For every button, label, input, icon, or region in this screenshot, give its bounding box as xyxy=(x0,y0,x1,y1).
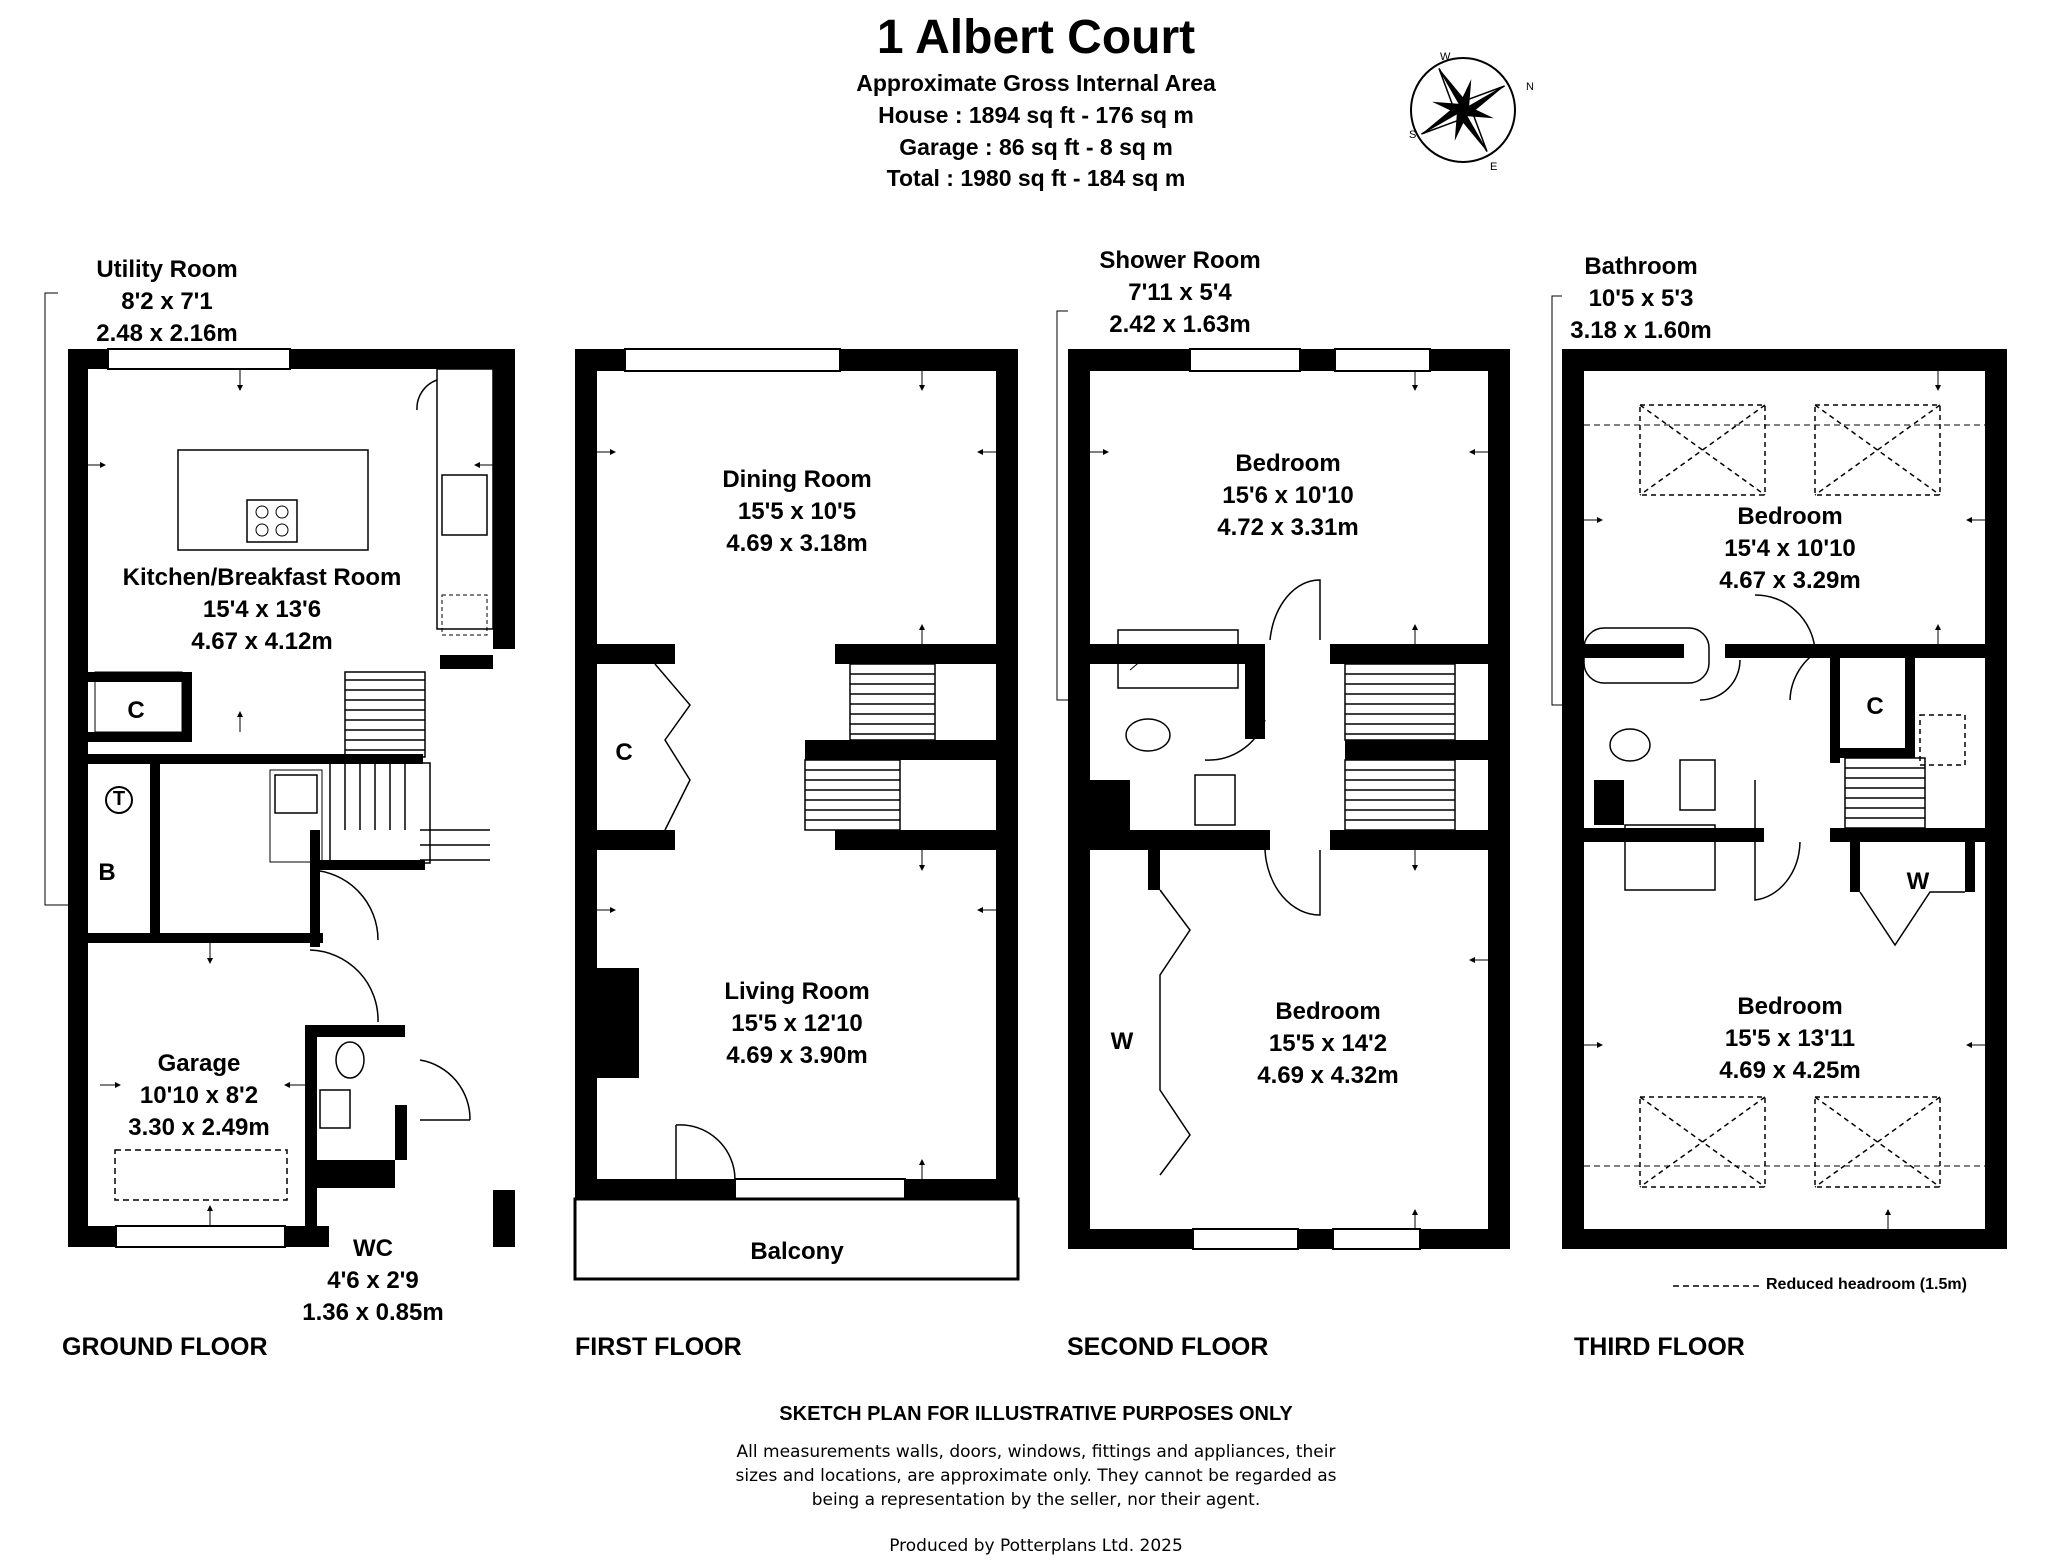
garage-imperial: 10'10 x 8'2 xyxy=(139,1082,259,1109)
compass-n: N xyxy=(1526,81,1534,93)
wc-name: WC xyxy=(353,1235,393,1262)
bedroom-3a-imperial: 15'4 x 10'10 xyxy=(1724,535,1856,562)
living-room-imperial: 15'5 x 12'10 xyxy=(731,1010,863,1037)
cupboard-first-mark: C xyxy=(615,739,633,766)
bathroom-metric: 3.18 x 1.60m xyxy=(1570,317,1712,344)
second-floor-label: SECOND FLOOR xyxy=(1067,1333,1269,1361)
utility-room-metric: 2.48 x 2.16m xyxy=(96,320,238,347)
disclaimer-heading: SKETCH PLAN FOR ILLUSTRATIVE PURPOSES ON… xyxy=(779,1403,1293,1425)
wardrobe-second-mark: W xyxy=(1110,1028,1134,1055)
disclaimer-line-3: being a representation by the seller, no… xyxy=(811,1490,1261,1510)
first-floor-plan xyxy=(573,348,1020,1281)
wc-imperial: 4'6 x 2'9 xyxy=(327,1267,419,1294)
compass-e: E xyxy=(1490,161,1498,173)
bedroom-2a-name: Bedroom xyxy=(1235,450,1341,477)
wardrobe-third-mark: W xyxy=(1906,868,1930,895)
second-floor-plan xyxy=(1056,310,1510,1250)
bedroom-3a-metric: 4.67 x 3.29m xyxy=(1719,567,1861,594)
shower-room-metric: 2.42 x 1.63m xyxy=(1109,311,1251,338)
boiler-mark: B xyxy=(98,859,116,886)
living-room-metric: 4.69 x 3.90m xyxy=(726,1042,868,1069)
utility-room-name: Utility Room xyxy=(96,256,238,283)
area-garage: Garage : 86 sq ft - 8 sq m xyxy=(899,134,1173,160)
bedroom-2b-metric: 4.69 x 4.32m xyxy=(1257,1062,1399,1089)
bedroom-2b-name: Bedroom xyxy=(1275,998,1381,1025)
wc-metric: 1.36 x 0.85m xyxy=(302,1299,444,1326)
area-house: House : 1894 sq ft - 176 sq m xyxy=(878,102,1194,128)
kitchen-metric: 4.67 x 4.12m xyxy=(191,628,333,655)
dining-room-name: Dining Room xyxy=(722,466,872,493)
third-floor-label: THIRD FLOOR xyxy=(1574,1333,1745,1361)
cupboard-ground-mark: C xyxy=(127,697,145,724)
compass-rose-icon xyxy=(1410,57,1516,163)
ground-floor-label: GROUND FLOOR xyxy=(62,1333,268,1361)
compass-w: W xyxy=(1440,51,1451,63)
garage-metric: 3.30 x 2.49m xyxy=(128,1114,270,1141)
garage-name: Garage xyxy=(157,1050,241,1077)
shower-room-imperial: 7'11 x 5'4 xyxy=(1128,279,1232,306)
tank-mark: T xyxy=(112,788,126,810)
dining-room-metric: 4.69 x 3.18m xyxy=(726,530,868,557)
shower-room-name: Shower Room xyxy=(1099,247,1261,274)
dining-room-imperial: 15'5 x 10'5 xyxy=(737,498,857,525)
cupboard-third-mark: C xyxy=(1866,693,1884,720)
disclaimer-line-1: All measurements walls, doors, windows, … xyxy=(736,1442,1336,1462)
legend-reduced-headroom: Reduced headroom (1.5m) xyxy=(1766,1276,1967,1293)
bathroom-imperial: 10'5 x 5'3 xyxy=(1588,285,1694,312)
compass-s: S xyxy=(1409,129,1417,141)
producer-credit: Produced by Potterplans Ltd. 2025 xyxy=(889,1536,1183,1556)
bedroom-3b-name: Bedroom xyxy=(1737,993,1843,1020)
page-title: 1 Albert Court xyxy=(876,11,1196,64)
disclaimer-line-2: sizes and locations, are approximate onl… xyxy=(735,1466,1337,1486)
living-room-name: Living Room xyxy=(724,978,870,1005)
area-subtitle: Approximate Gross Internal Area xyxy=(856,70,1216,96)
first-floor-label: FIRST FLOOR xyxy=(575,1333,742,1361)
bedroom-3b-metric: 4.69 x 4.25m xyxy=(1719,1057,1861,1084)
kitchen-imperial: 15'4 x 13'6 xyxy=(202,596,322,623)
bedroom-2a-metric: 4.72 x 3.31m xyxy=(1217,514,1359,541)
bedroom-2a-imperial: 15'6 x 10'10 xyxy=(1222,482,1354,509)
kitchen-name: Kitchen/Breakfast Room xyxy=(122,564,402,591)
ground-floor-plan xyxy=(44,292,515,1248)
bedroom-2b-imperial: 15'5 x 14'2 xyxy=(1268,1030,1388,1057)
bathroom-name: Bathroom xyxy=(1584,253,1698,280)
utility-room-imperial: 8'2 x 7'1 xyxy=(121,288,213,315)
bedroom-3b-imperial: 15'5 x 13'11 xyxy=(1724,1025,1856,1052)
area-total: Total : 1980 sq ft - 184 sq m xyxy=(886,165,1186,191)
balcony-name: Balcony xyxy=(750,1238,844,1265)
bedroom-3a-name: Bedroom xyxy=(1737,503,1843,530)
third-floor-plan xyxy=(1551,295,2007,1249)
